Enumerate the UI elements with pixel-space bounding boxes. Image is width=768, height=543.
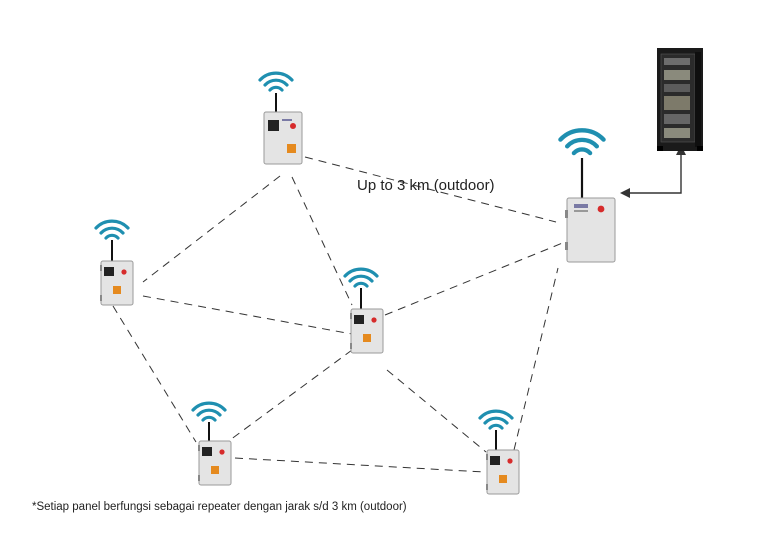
wifi-signal-icon bbox=[478, 409, 514, 430]
link-layer bbox=[112, 156, 566, 473]
wifi-signal-icon bbox=[191, 401, 227, 422]
panel-left bbox=[94, 219, 134, 306]
panel-bottom-left bbox=[191, 401, 232, 486]
wifi-signal-icon bbox=[94, 219, 130, 240]
range-label: Up to 3 km (outdoor) bbox=[357, 177, 495, 194]
link-left-center bbox=[142, 295, 353, 335]
link-bottomright-gateway bbox=[513, 267, 559, 451]
panel-center bbox=[343, 267, 384, 354]
server-rack-icon bbox=[657, 48, 703, 151]
panel-top bbox=[258, 71, 303, 165]
link-center-bottomleft bbox=[229, 349, 353, 441]
panel-gateway bbox=[560, 130, 616, 263]
link-top-gateway bbox=[304, 156, 557, 223]
panel-bottom-right bbox=[478, 409, 520, 495]
wifi-signal-icon bbox=[343, 267, 379, 288]
wifi-signal-icon bbox=[258, 71, 294, 92]
link-left-bottomleft bbox=[112, 305, 197, 443]
link-top-left bbox=[142, 175, 281, 283]
link-bottomleft-bottomright bbox=[234, 457, 485, 473]
wifi-signal-icon bbox=[560, 130, 603, 153]
uplink-arrow bbox=[620, 145, 686, 198]
link-center-gateway bbox=[384, 241, 566, 316]
footnote: *Setiap panel berfungsi sebagai repeater… bbox=[32, 501, 407, 513]
link-top-center bbox=[291, 176, 353, 306]
link-center-bottomright bbox=[386, 369, 487, 453]
